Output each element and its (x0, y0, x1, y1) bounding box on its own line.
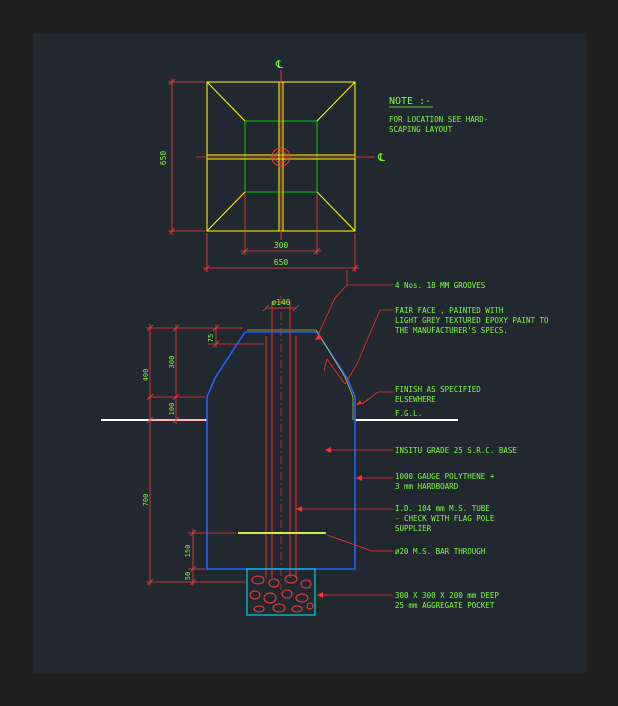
callout-tube-2: - CHECK WITH FLAG POLE (395, 514, 495, 523)
section-dim-700-text: 700 (142, 494, 150, 507)
callout-fgl: F.G.L. (395, 409, 422, 418)
note-block: NOTE :- FOR LOCATION SEE HARD- SCAPING L… (389, 96, 488, 134)
note-line-2: SCAPING LAYOUT (389, 125, 453, 134)
callout-pocket-1: 300 X 300 X 200 mm DEEP (395, 591, 499, 600)
callout-leaders (296, 270, 393, 596)
note-line-1: FOR LOCATION SEE HARD- (389, 115, 488, 124)
plan-dim-inner (241, 194, 321, 255)
base-fair-face-line (247, 329, 354, 420)
plan-centerline-symbol-right: ℄ (377, 151, 385, 164)
callout-finish-1: FINISH AS SPECIFIED (395, 385, 481, 394)
callout-grooves: 4 Nos. 18 MM GROOVES (395, 281, 486, 290)
section-dim-150-text: 150 (184, 545, 192, 558)
plan-pole-circle (271, 147, 291, 167)
aggregate-pocket (246, 568, 316, 616)
section-dim-400-text: 400 (142, 369, 150, 382)
section-dim-top-text: ø140 (271, 298, 290, 307)
callout-fair-face-1: FAIR FACE , PAINTED WITH (395, 306, 504, 315)
callout-fair-face-2: LIGHT GREY TEXTURED EPOXY PAINT TO (395, 316, 549, 325)
plan-dim-bottom-text: 650 (274, 258, 289, 267)
aggregate-stones (249, 574, 314, 613)
plan-dim-left-text: 650 (159, 151, 168, 166)
plan-dim-bottom (203, 233, 359, 272)
plan-pole-inner (274, 150, 288, 164)
plan-dim-inner-text: 300 (274, 241, 289, 250)
plan-centerline-symbol-top: ℄ (275, 58, 283, 71)
drawing-area (33, 33, 587, 673)
callout-finish-2: ELSEWHERE (395, 395, 436, 404)
callout-polythene-2: 3 mm HARDBOARD (395, 482, 459, 491)
callout-arrowheads (296, 333, 362, 598)
callout-texts: 4 Nos. 18 MM GROOVES FAIR FACE , PAINTED… (395, 281, 549, 610)
callout-pocket-2: 25 mm AGGREGATE POCKET (395, 601, 495, 610)
callout-tube-3: SUPPLIER (395, 524, 432, 533)
plan-diagonals (206, 81, 356, 232)
callout-fair-face-3: THE MANUFACTURER'S SPECS. (395, 326, 508, 335)
section-dim-100-text: 100 (168, 403, 176, 416)
plan-view: ℄ ℄ 650 300 650 (159, 58, 385, 272)
callout-base: INSITU GRADE 25 S.R.C. BASE (395, 446, 517, 455)
section-dim-300-text: 300 (168, 356, 176, 369)
section-dim-75-text: 75 (207, 334, 215, 342)
note-title: NOTE :- (389, 96, 431, 107)
section-dim-top (262, 304, 300, 312)
callout-bar: ø20 M.S. BAR THROUGH (395, 547, 486, 556)
section-dim-lines (146, 324, 264, 586)
section-dim-50-text: 50 (184, 572, 192, 580)
callout-polythene-1: 1000 GAUGE POLYTHENE + (395, 472, 495, 481)
section-view: ø140 75 300 (101, 296, 458, 616)
plan-dim-left (168, 78, 205, 235)
callout-tube-1: I.D. 104 mm M.S. TUBE (395, 504, 490, 513)
